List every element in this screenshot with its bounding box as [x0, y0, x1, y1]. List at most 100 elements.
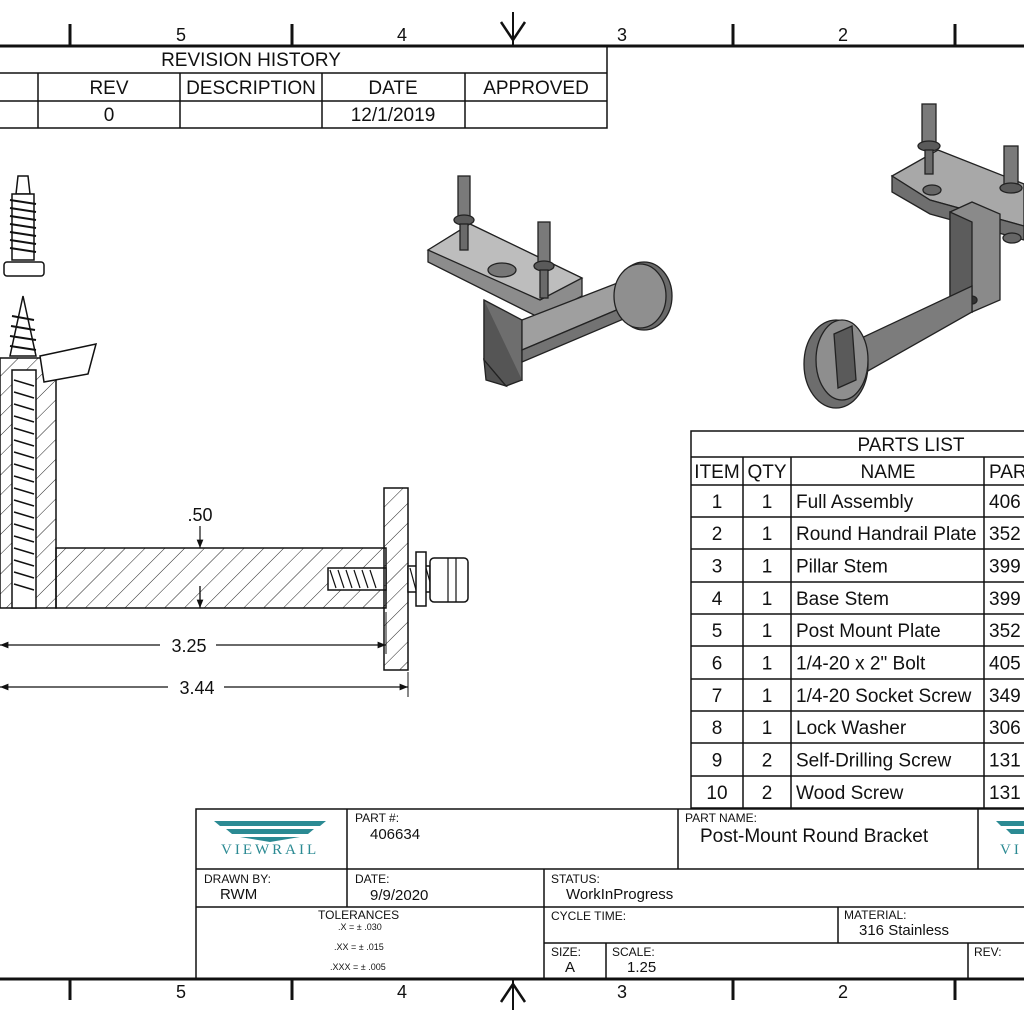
- zone-label: 3: [617, 982, 627, 1002]
- tolerance-xx: .XX = ± .015: [334, 942, 384, 952]
- revision-cell-date: 12/1/2019: [351, 105, 436, 126]
- zone-label: 2: [838, 25, 848, 45]
- status-label: STATUS:: [551, 872, 600, 886]
- self-drilling-screw-section: [3, 175, 45, 277]
- parts-list-cell-item: 5: [712, 621, 723, 642]
- wood-screw-section: [9, 295, 37, 357]
- parts-list-cell-part: 352: [989, 621, 1021, 642]
- parts-list-cell-qty: 1: [762, 621, 773, 642]
- parts-list-title: PARTS LIST: [858, 435, 965, 456]
- parts-list-cell-item: 8: [712, 718, 723, 739]
- revision-header-rev: REV: [89, 78, 128, 99]
- parts-list-cell-item: 2: [712, 524, 723, 545]
- parts-list-cell-part: 306: [989, 718, 1021, 739]
- parts-list-cell-qty: 1: [762, 524, 773, 545]
- cycle-time-label: CYCLE TIME:: [551, 909, 627, 923]
- parts-list-header: NAME: [861, 462, 916, 483]
- parts-list-cell-item: 10: [706, 783, 727, 804]
- parts-list-cell-name: Lock Washer: [796, 718, 907, 739]
- part-number-value: 406634: [370, 826, 421, 843]
- parts-list-cell-name: Pillar Stem: [796, 557, 888, 578]
- isometric-view-front: [426, 175, 673, 388]
- isometric-view-rear: [803, 103, 1024, 409]
- parts-list-cell-part: 406: [989, 492, 1021, 513]
- drawn-by-value: RWM: [220, 886, 258, 903]
- parts-list-cell-item: 4: [712, 589, 723, 610]
- tolerances-label: TOLERANCES: [318, 908, 400, 922]
- parts-list-cell-part: 399: [989, 557, 1021, 578]
- parts-list-cell-item: 9: [712, 751, 723, 772]
- part-name-label: PART NAME:: [685, 811, 758, 825]
- parts-list-cell-part: 349: [989, 686, 1021, 707]
- parts-list-cell-name: Self-Drilling Screw: [796, 751, 951, 772]
- date-value: 9/9/2020: [370, 887, 429, 904]
- parts-list-header: ITEM: [694, 462, 739, 483]
- size-value: A: [565, 959, 576, 976]
- revision-cell-rev: 0: [104, 105, 115, 126]
- screw-icon: [917, 103, 941, 175]
- parts-list-cell-name: Base Stem: [796, 589, 889, 610]
- parts-list-cell-qty: 1: [762, 557, 773, 578]
- screw-icon: [533, 221, 555, 299]
- logo-text: VIEWRAIL: [221, 842, 320, 858]
- dimension-length-inner-label: 3.25: [171, 636, 206, 656]
- part-name-value: Post-Mount Round Bracket: [700, 826, 929, 847]
- parts-list-cell-name: 1/4-20 x 2" Bolt: [796, 654, 926, 675]
- parts-list-cell-name: 1/4-20 Socket Screw: [796, 686, 972, 707]
- parts-list-cell-item: 7: [712, 686, 723, 707]
- dimension-thickness-label: .50: [187, 505, 212, 525]
- parts-list-cell-qty: 1: [762, 492, 773, 513]
- zone-label: 4: [397, 982, 407, 1002]
- parts-list-cell-name: Wood Screw: [796, 783, 904, 804]
- date-label: DATE:: [355, 872, 390, 886]
- scale-label: SCALE:: [612, 945, 655, 959]
- revision-header-approved: APPROVED: [483, 78, 589, 99]
- parts-list-cell-item: 3: [712, 557, 723, 578]
- parts-list-cell-qty: 2: [762, 783, 773, 804]
- size-label: SIZE:: [551, 945, 582, 959]
- parts-list-cell-qty: 1: [762, 686, 773, 707]
- parts-list-header: QTY: [747, 462, 786, 483]
- revision-history-table: [0, 45, 608, 129]
- parts-list-cell-part: 131: [989, 751, 1021, 772]
- parts-list-cell-item: 6: [712, 654, 723, 675]
- zone-label: 5: [176, 982, 186, 1002]
- parts-list-cell-item: 1: [712, 492, 723, 513]
- tolerance-xxx: .XXX = ± .005: [330, 962, 386, 972]
- parts-list-cell-part: 352: [989, 524, 1021, 545]
- rev-label: REV:: [974, 945, 1002, 959]
- zone-label: 2: [838, 982, 848, 1002]
- dimension-length-overall-label: 3.44: [179, 678, 214, 698]
- screw-icon: [453, 175, 475, 251]
- parts-list-header: PAR: [989, 462, 1024, 483]
- parts-list-cell-qty: 1: [762, 589, 773, 610]
- tolerance-x: .X = ± .030: [338, 922, 382, 932]
- status-value: WorkInProgress: [566, 886, 674, 903]
- material-label: MATERIAL:: [844, 908, 907, 922]
- parts-list-cell-qty: 1: [762, 654, 773, 675]
- parts-list-cell-part: 399: [989, 589, 1021, 610]
- revision-history-title: REVISION HISTORY: [161, 50, 341, 71]
- zone-labels-top: 5 4 3 2: [176, 25, 848, 45]
- parts-list-cell-qty: 2: [762, 751, 773, 772]
- zone-labels-bottom: 5 4 3 2: [176, 982, 848, 1002]
- parts-list-cell-name: Post Mount Plate: [796, 621, 941, 642]
- revision-header-description: DESCRIPTION: [186, 78, 316, 99]
- parts-list-cell-name: Full Assembly: [796, 492, 914, 513]
- section-view: [0, 175, 469, 671]
- material-value: 316 Stainless: [859, 922, 950, 939]
- zone-label: 5: [176, 25, 186, 45]
- dimension-length-overall: [0, 672, 409, 697]
- zone-label: 4: [397, 25, 407, 45]
- scale-value: 1.25: [627, 959, 657, 976]
- revision-header-date: DATE: [368, 78, 417, 99]
- logo-text-partial: VI: [1000, 842, 1022, 858]
- parts-list-cell-part: 405: [989, 654, 1021, 675]
- drawn-by-label: DRAWN BY:: [204, 872, 271, 886]
- zone-label: 3: [617, 25, 627, 45]
- parts-list-cell-part: 131: [989, 783, 1021, 804]
- parts-list-table: [690, 430, 1024, 809]
- parts-list-cell-qty: 1: [762, 718, 773, 739]
